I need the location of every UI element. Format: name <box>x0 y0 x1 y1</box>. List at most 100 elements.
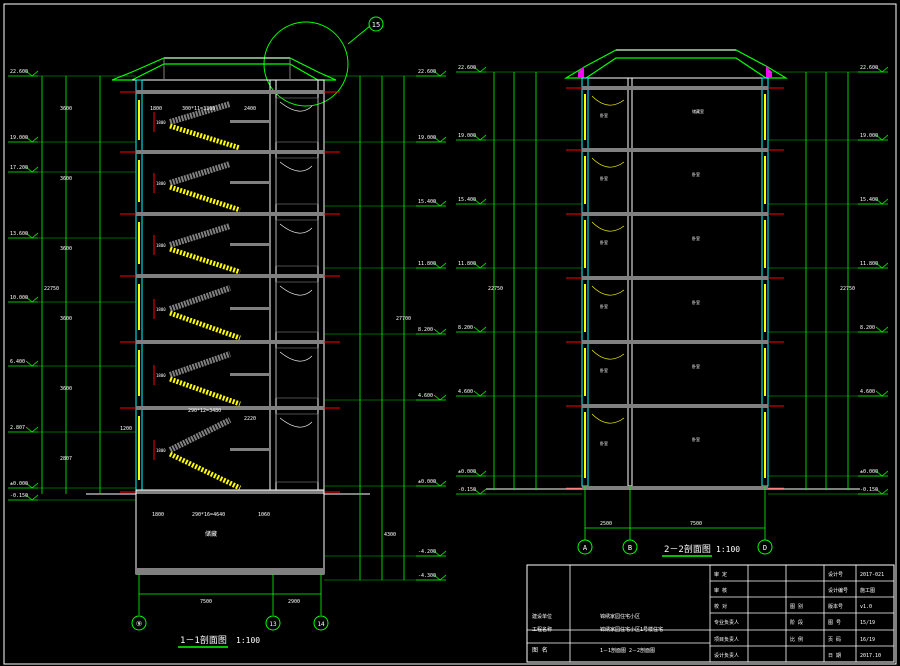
level-mark-left-2-arrow <box>473 134 487 141</box>
stair-flight-lower <box>168 451 242 491</box>
axis-dim-1: 7500 <box>200 599 212 605</box>
axis-bubble-B <box>622 539 638 555</box>
level-mark-right-2: 11.800 <box>860 261 878 267</box>
door-swing <box>279 417 313 428</box>
dim-stair-top: 300*11=3300 <box>182 106 215 112</box>
level-mark-left: 17.200 <box>10 165 28 171</box>
dim-left-floor: 3600 <box>60 386 72 392</box>
detail-callout-marker <box>368 16 384 32</box>
level-mark-left-arrow <box>25 232 39 239</box>
tb-right-label: 页 码 <box>828 636 841 643</box>
level-mark-right: 4.600 <box>418 393 433 399</box>
floor-slab-2 <box>582 340 768 344</box>
room-bay <box>275 157 319 205</box>
tb-engineer-label: 工程名称 <box>532 626 552 633</box>
floor-slabs-2 <box>566 86 784 490</box>
stair-flight-upper <box>169 101 231 125</box>
stair-flight-lower <box>169 310 241 341</box>
dim-outer-total-2: 22750 <box>488 286 503 292</box>
level-mark-left-2-arrow <box>473 390 487 397</box>
level-mark-right: -4.300 <box>418 573 436 579</box>
stair-dim-label: 1800 <box>156 120 166 125</box>
floor-slab-2 <box>582 276 768 280</box>
tb-mid-label: 设计负责人 <box>714 652 739 659</box>
room-label-right: 卧室 <box>692 436 700 442</box>
stair-dim-label: 1800 <box>156 181 166 186</box>
door-swing <box>279 161 313 172</box>
stair-dim-label: 1800 <box>156 307 166 312</box>
level-mark-left-arrow <box>25 494 39 501</box>
room-bay <box>275 97 319 143</box>
section-1-scale: 1:100 <box>236 636 260 645</box>
tb-drawing-value: 1－1剖面图 2－2剖面图 <box>600 647 655 654</box>
dim-left-floor: 2807 <box>60 456 72 462</box>
axis-label-D: D <box>763 544 767 552</box>
dim-2400: 2400 <box>244 106 256 112</box>
level-mark-left-arrow <box>25 426 39 433</box>
tb-engineer-value: 锦绣家园住宅小区1号楼住宅 <box>600 626 663 633</box>
stair-flight-upper <box>169 161 231 186</box>
floor-slab <box>136 274 324 278</box>
stair-landing <box>230 120 270 123</box>
floor-slab-2 <box>582 86 768 90</box>
tb-right-value: 施工图 <box>860 587 875 594</box>
dim-stair-bottom: 290*16=4640 <box>192 512 225 518</box>
level-mark-right-2: 22.600 <box>860 65 878 71</box>
dim-left-floor: 3600 <box>60 246 72 252</box>
dim-stair-mid: 290*12=3480 <box>188 408 221 414</box>
level-mark-left: 2.807 <box>10 425 25 431</box>
level-mark-left-2-arrow <box>473 262 487 269</box>
level-mark-left: 6.400 <box>10 359 25 365</box>
room-label-left: 卧室 <box>600 239 608 245</box>
level-mark-left-arrow <box>25 166 39 173</box>
level-mark-right-2: ±0.000 <box>860 469 878 475</box>
door-swing <box>279 351 313 362</box>
tb-project-value: 锦绣家园住宅小区 <box>600 613 640 620</box>
level-mark-left-2-arrow <box>473 198 487 205</box>
level-mark-left-2-arrow <box>473 470 487 477</box>
floor-slab-2 <box>582 148 768 152</box>
door-swing-2 <box>591 157 625 168</box>
section-2-scale: 1:100 <box>716 545 740 554</box>
level-mark-left-2: 19.000 <box>458 133 476 139</box>
tb-mid-label: 审 定 <box>714 571 727 578</box>
floor-slab-2 <box>582 486 768 490</box>
level-mark-right-2: 15.400 <box>860 197 878 203</box>
level-mark-right: 22.600 <box>418 69 436 75</box>
floor-slab <box>136 340 324 344</box>
dim-left-floor: 3600 <box>60 176 72 182</box>
tb-mid-label: 项目负责人 <box>714 636 739 643</box>
left-dimension-chain-2: 22.60019.00015.40011.8008.2004.600±0.000… <box>456 65 582 495</box>
level-mark-left-2: ±0.000 <box>458 469 476 475</box>
axis-dim-2: 2900 <box>288 599 300 605</box>
dim-1800-bottom: 1800 <box>152 512 164 518</box>
right-dimension-chain: 22.60019.00015.40011.8008.2004.600±0.000… <box>324 69 447 581</box>
dim-outer-right: 27700 <box>396 316 411 322</box>
door-swing-2 <box>591 221 625 232</box>
axis-label-14: 14 <box>317 621 325 628</box>
level-mark-left: 19.000 <box>10 135 28 141</box>
level-mark-left-2-arrow <box>473 326 487 333</box>
stair-flight-lower <box>169 184 241 213</box>
stair-flight-upper <box>168 417 232 453</box>
level-mark-right: -4.200 <box>418 549 436 555</box>
level-mark-left-2: 22.600 <box>458 65 476 71</box>
door-swing-2 <box>591 95 625 106</box>
room-label-left: 卧室 <box>600 303 608 309</box>
floor-slab-2 <box>582 212 768 216</box>
axis-label-13: 13 <box>269 621 277 628</box>
level-mark-right-2: 4.600 <box>860 389 875 395</box>
tb-right-value: 15/19 <box>860 620 875 626</box>
section-2-title: 2－2剖面图 <box>664 543 711 555</box>
dim-left-floor: 3600 <box>60 316 72 322</box>
axis-label-A: A <box>583 544 588 552</box>
level-mark-left-arrow <box>25 296 39 303</box>
level-mark-left: -0.150 <box>10 493 28 499</box>
section-1-title: 1－1剖面图 <box>180 634 227 646</box>
level-mark-right-2: 19.000 <box>860 133 878 139</box>
level-mark-right: ±0.000 <box>418 479 436 485</box>
room-bay <box>275 413 319 483</box>
